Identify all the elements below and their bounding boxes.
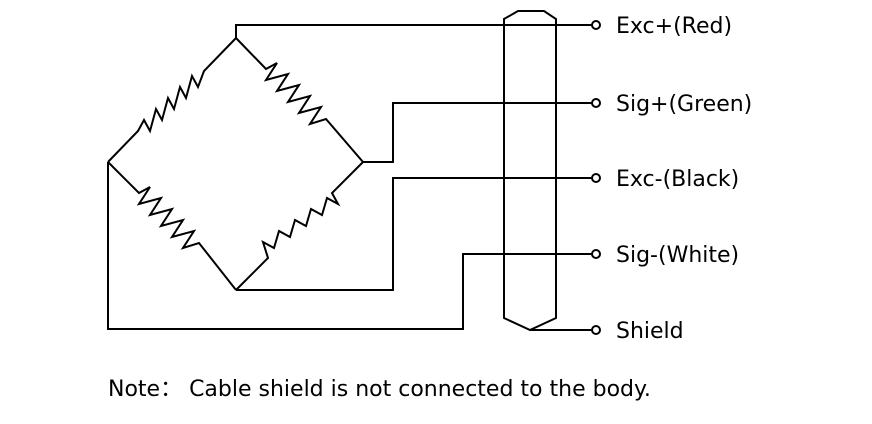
wire-exc-plus	[235, 24, 596, 38]
wire-exc-minus	[236, 177, 596, 291]
label-shield: Shield	[616, 319, 684, 344]
terminal-exc-plus-icon	[591, 20, 601, 30]
terminal-labels: Exc+(Red) Sig+(Green) Exc-(Black) Sig-(W…	[616, 14, 752, 344]
label-exc-minus: Exc-(Black)	[616, 167, 739, 192]
resistor-bottom-left	[107, 161, 237, 291]
cable-sheath-outline	[503, 10, 557, 332]
cable-shield	[503, 10, 596, 332]
terminal-shield-icon	[591, 325, 601, 335]
terminals	[591, 20, 601, 335]
label-sig-minus: Sig-(White)	[616, 243, 739, 268]
terminal-sig-minus-icon	[591, 249, 601, 259]
wire-sig-plus	[363, 102, 596, 163]
label-exc-plus: Exc+(Red)	[616, 14, 732, 39]
wire-sig-minus	[107, 162, 596, 330]
resistor-top-left	[107, 37, 237, 163]
label-sig-plus: Sig+(Green)	[616, 92, 752, 117]
resistor-top-right	[235, 37, 364, 163]
bridge-wires	[107, 24, 596, 330]
footnote: Note： Cable shield is not connected to t…	[108, 377, 651, 402]
wheatstone-bridge	[107, 37, 364, 291]
terminal-sig-plus-icon	[591, 98, 601, 108]
resistor-bottom-right	[235, 161, 364, 291]
terminal-exc-minus-icon	[591, 173, 601, 183]
